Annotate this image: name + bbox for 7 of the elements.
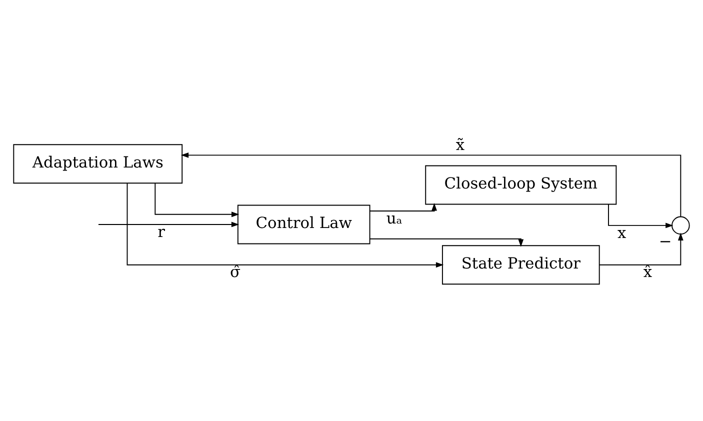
edge-label: r: [158, 222, 166, 240]
edge-label: σ̂: [230, 262, 241, 281]
edge-label: uₐ: [386, 208, 402, 227]
edge-label: x̂: [643, 262, 652, 281]
edge-label: x̃: [456, 136, 465, 154]
edge-label: x: [618, 223, 626, 242]
node-label: −: [658, 232, 672, 250]
